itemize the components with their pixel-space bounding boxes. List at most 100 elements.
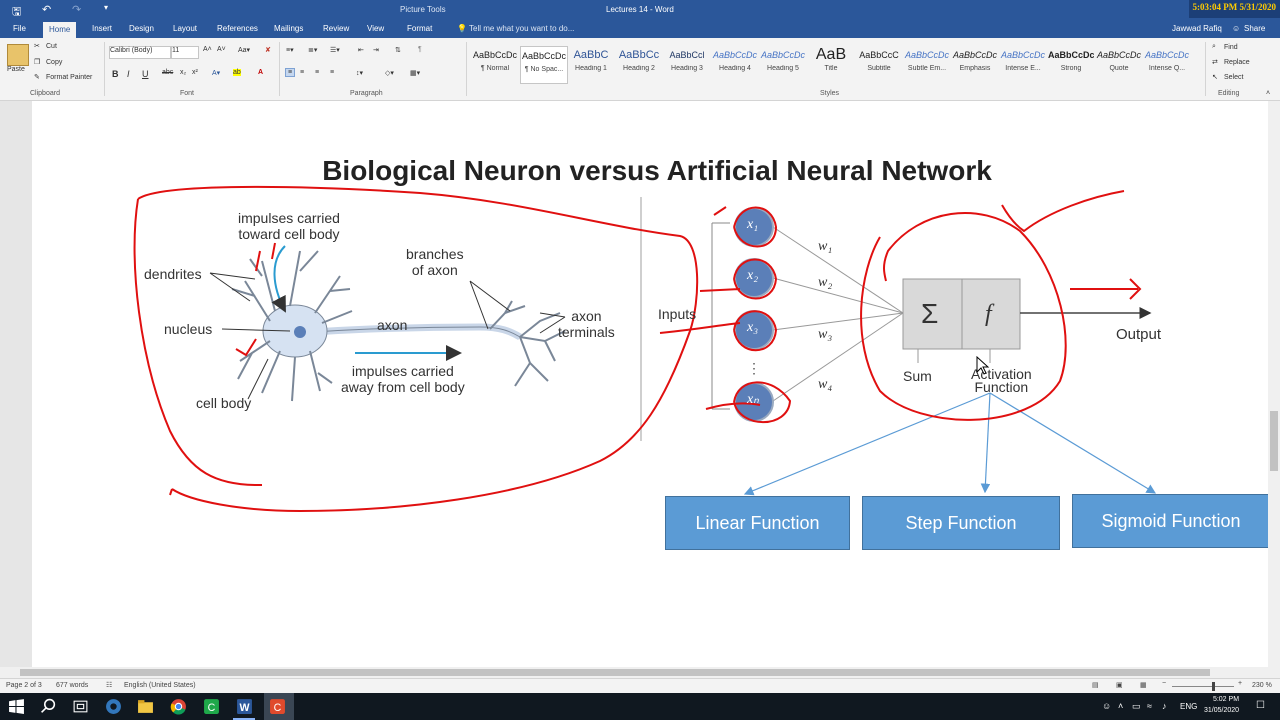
zoom-out-icon[interactable]: − (1162, 680, 1167, 687)
tab-references[interactable]: References (217, 24, 258, 33)
multilevel-list-icon[interactable]: ☰▾ (330, 47, 340, 54)
sort-icon[interactable]: ⇅ (395, 47, 401, 54)
align-center-icon[interactable]: ≡ (300, 69, 305, 76)
camtasia-green-icon[interactable]: C (203, 698, 220, 715)
increase-indent-icon[interactable]: ⇥ (373, 47, 379, 54)
battery-icon[interactable]: ▭ (1132, 701, 1141, 711)
bullets-icon[interactable]: ≡▾ (286, 47, 294, 54)
vertical-scrollbar[interactable] (1268, 101, 1280, 667)
camtasia-recorder-icon[interactable]: C (269, 698, 286, 715)
zoom-in-icon[interactable]: + (1238, 680, 1243, 687)
figure-image[interactable]: ⋮ (0, 101, 1268, 667)
format-painter-icon[interactable]: ✎ (34, 74, 40, 81)
justify-icon[interactable]: ≡ (330, 69, 335, 76)
word-app-icon[interactable]: W (236, 698, 253, 715)
paste-icon[interactable] (7, 44, 29, 66)
cut-icon[interactable]: ✂ (34, 43, 40, 50)
tab-format[interactable]: Format (407, 24, 433, 33)
chrome-icon[interactable] (170, 698, 187, 715)
numbering-icon[interactable]: ≣▾ (308, 47, 318, 54)
align-right-icon[interactable]: ≡ (315, 69, 320, 76)
select-button[interactable]: Select (1224, 74, 1244, 81)
scrollbar-thumb[interactable] (1270, 411, 1278, 471)
tab-design[interactable]: Design (129, 24, 154, 33)
borders-icon[interactable]: ▦▾ (410, 70, 421, 77)
customize-qat-icon[interactable]: ▾ (104, 3, 109, 12)
volume-icon[interactable]: ♪ (1162, 701, 1167, 711)
word-count[interactable]: 677 words (56, 682, 89, 689)
tab-review[interactable]: Review (323, 24, 350, 33)
tab-view[interactable]: View (367, 24, 385, 33)
replace-icon[interactable]: ⇄ (1212, 59, 1218, 66)
find-button[interactable]: Find (1224, 44, 1238, 51)
notifications-icon[interactable]: ☐ (1256, 700, 1265, 711)
page-count[interactable]: Page 2 of 3 (6, 682, 42, 689)
show-marks-icon[interactable]: ¶ (418, 46, 422, 53)
tab-layout[interactable]: Layout (173, 24, 198, 33)
line-spacing-icon[interactable]: ↕▾ (356, 70, 364, 77)
zoom-level[interactable]: 230 % (1252, 682, 1272, 689)
replace-button[interactable]: Replace (1224, 59, 1250, 66)
copy-button[interactable]: Copy (46, 59, 63, 66)
document-page[interactable]: Biological Neuron versus Artificial Neur… (32, 101, 1268, 667)
sigmoid-function-box[interactable]: Sigmoid Function (1072, 494, 1268, 548)
horizontal-scrollbar[interactable] (0, 667, 1280, 678)
align-left-icon[interactable]: ≡ (285, 68, 296, 77)
zoom-slider-thumb[interactable] (1212, 682, 1215, 691)
hscrollbar-thumb[interactable] (20, 669, 1210, 676)
font-color-icon[interactable]: A (258, 69, 264, 76)
font-size-input[interactable]: 11 (171, 46, 199, 59)
tab-home[interactable]: Home (43, 22, 77, 38)
shading-icon[interactable]: ◇▾ (385, 70, 394, 77)
print-layout-icon[interactable]: ▣ (1116, 682, 1123, 689)
wifi-icon[interactable]: ≈ (1147, 701, 1152, 711)
step-function-box[interactable]: Step Function (862, 496, 1060, 550)
web-layout-icon[interactable]: ▦ (1140, 682, 1147, 689)
italic-button[interactable]: I (127, 69, 130, 79)
tab-file[interactable]: File (13, 24, 26, 33)
format-painter-button[interactable]: Format Painter (46, 74, 93, 81)
linear-function-box[interactable]: Linear Function (665, 496, 850, 550)
undo-icon[interactable]: ↶ (42, 4, 52, 16)
cut-button[interactable]: Cut (46, 43, 57, 50)
taskbar-date[interactable]: 31/05/2020 (1204, 707, 1240, 714)
bold-button[interactable]: B (112, 69, 119, 79)
font-name-input[interactable]: Calibri (Body) (109, 46, 171, 59)
tab-mailings[interactable]: Mailings (274, 24, 304, 33)
highlight-icon[interactable]: ab (233, 69, 241, 76)
save-icon[interactable]: 🖫 (12, 6, 22, 18)
people-icon[interactable]: ☺ (1102, 701, 1112, 711)
text-effects-icon[interactable]: A▾ (212, 70, 221, 77)
language-status[interactable]: English (United States) (124, 682, 196, 689)
user-name[interactable]: Jawwad Rafiq (1172, 24, 1222, 33)
grow-font-icon[interactable]: A˄ (203, 46, 212, 53)
read-mode-icon[interactable]: ▤ (1092, 682, 1099, 689)
superscript-icon[interactable]: x² (192, 69, 198, 76)
zoom-slider[interactable] (1172, 686, 1234, 687)
taskbar-time[interactable]: 5:02 PM (1212, 696, 1240, 703)
subscript-icon[interactable]: x₂ (180, 69, 187, 76)
change-case-icon[interactable]: Aa▾ (238, 47, 251, 54)
proofing-icon[interactable]: ☷ (106, 682, 113, 689)
underline-button[interactable]: U (142, 69, 149, 79)
tab-insert[interactable]: Insert (92, 24, 113, 33)
redo-icon[interactable]: ↷ (72, 4, 82, 16)
tell-me-input[interactable]: Tell me what you want to do... (469, 24, 575, 33)
task-view-icon[interactable] (72, 698, 89, 715)
strikethrough-icon[interactable]: abc (162, 69, 174, 76)
clear-formatting-icon[interactable]: ✘ (265, 47, 271, 54)
file-explorer-icon[interactable] (137, 698, 154, 715)
